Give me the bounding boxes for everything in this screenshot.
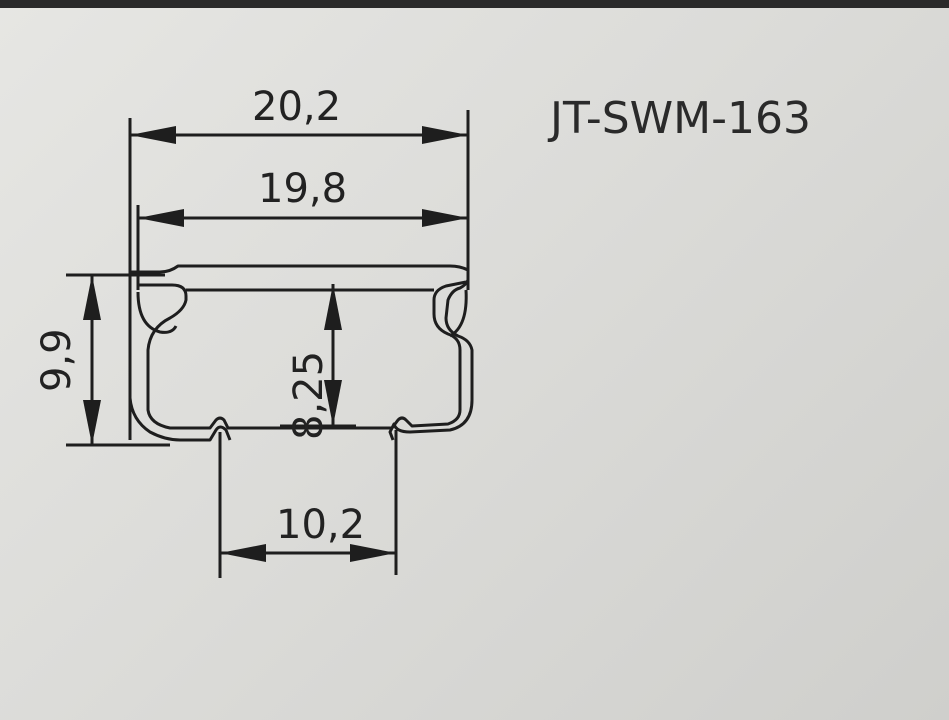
dimension-inner-width: 19,8 bbox=[258, 166, 347, 212]
dimension-overall-width: 20,2 bbox=[252, 84, 341, 130]
dimension-height: 9,9 bbox=[34, 328, 80, 392]
arrow-top-inner-height bbox=[324, 284, 342, 330]
profile-outline bbox=[128, 264, 474, 442]
arrow-bottom-inner-height bbox=[324, 380, 342, 426]
arrow-right-overall-width bbox=[422, 126, 468, 144]
dimension-inner-height: 8,25 bbox=[286, 351, 332, 440]
arrow-left-inner-width bbox=[138, 209, 184, 227]
arrow-bottom-height bbox=[83, 400, 101, 445]
arrow-right-inner-width bbox=[422, 209, 468, 227]
arrow-top-height bbox=[83, 275, 101, 320]
top-edge bbox=[0, 0, 949, 8]
arrow-right-slot-width bbox=[350, 544, 396, 562]
dimension-slot-width: 10,2 bbox=[276, 502, 365, 548]
arrow-left-slot-width bbox=[220, 544, 266, 562]
profile-right-hook bbox=[449, 289, 468, 338]
profile-left-hook bbox=[136, 291, 178, 334]
arrow-left-overall-width bbox=[130, 126, 176, 144]
profile-inner-outline bbox=[138, 280, 467, 430]
part-code: JT-SWM-163 bbox=[547, 93, 811, 144]
